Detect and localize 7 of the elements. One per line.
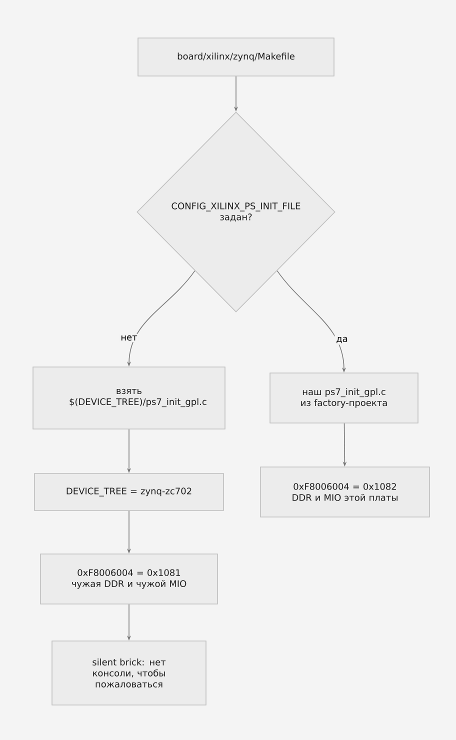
process-box: 0xF8006004 = 0x1082 DDR и MIO этой платы [260,466,430,518]
process-box: board/xilinx/zynq/Makefile [138,38,334,76]
process-box: DEVICE_TREE = zynq-zc702 [34,473,224,511]
process-box: silent brick: нет консоли, чтобы пожаловаться [52,640,206,706]
process-box: наш ps7_init_gpl.c из factory-проекта [270,372,418,424]
process-box: взять $(DEVICE_TREE)/ps7_init_gpl.c [32,366,226,430]
process-box: 0xF8006004 = 0x1081 чужая DDR и чужой MIO [40,554,218,604]
